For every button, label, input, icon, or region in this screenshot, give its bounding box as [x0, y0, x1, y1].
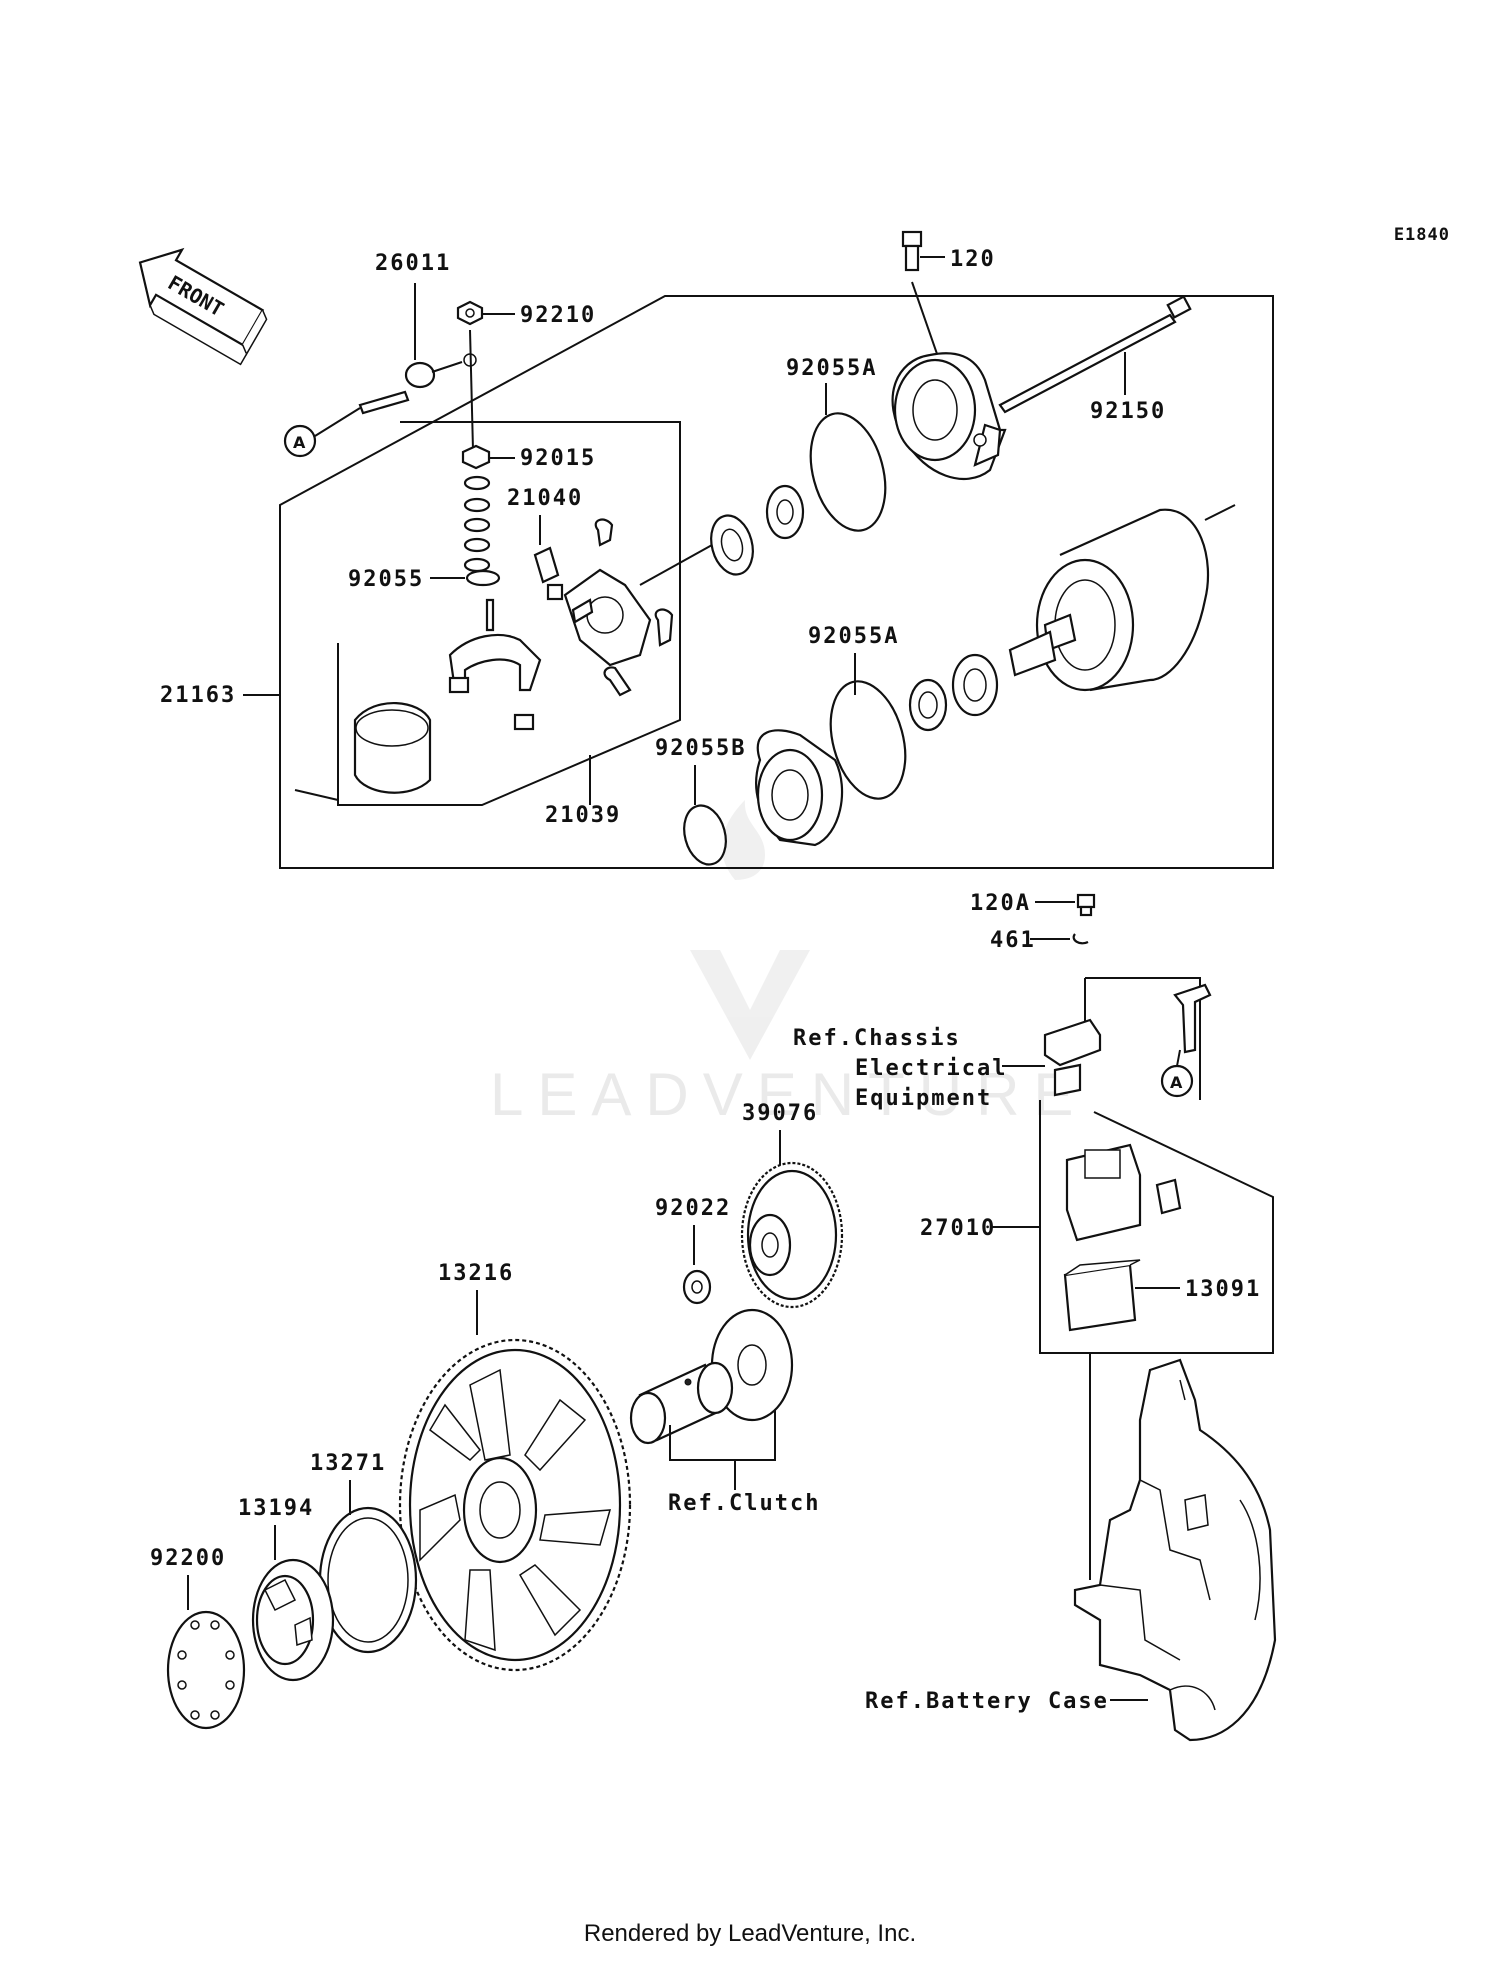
callout-92200: 92200 — [150, 1546, 226, 1571]
o-ring-92055: 92055 — [348, 567, 501, 592]
bearing-set-upper — [639, 484, 805, 586]
front-arrow: FRONT — [138, 247, 268, 366]
starter-motor-group — [279, 295, 1274, 869]
relay-bracket — [1043, 983, 1212, 1097]
ref-a-left: A — [293, 433, 306, 452]
starter-relay-27010: 27010 — [920, 1143, 1182, 1242]
callout-92055: 92055 — [348, 567, 424, 592]
leadventure-watermark: LEADVENTURE — [490, 800, 1087, 1128]
callout-92055a-mid: 92055A — [808, 624, 899, 649]
ref-battery-case: Ref.Battery Case — [865, 1689, 1109, 1714]
brush-springs-21040: 21040 — [507, 486, 674, 697]
ref-chassis-line1: Ref.Chassis — [793, 1026, 961, 1051]
callout-27010: 27010 — [920, 1216, 996, 1241]
relay-cover-13091: 13091 — [1063, 1259, 1261, 1332]
clutch-parts: Ref.Clutch — [629, 1308, 820, 1516]
through-bolt-92150: 92150 — [998, 295, 1192, 424]
clip-461: 461 — [990, 928, 1089, 953]
ref-chassis-line2: Electrical — [855, 1056, 1007, 1081]
callout-92210: 92210 — [520, 303, 596, 328]
ref-chassis-line3: Equipment — [855, 1086, 992, 1111]
starter-motor-yoke — [1008, 504, 1236, 692]
ref-clutch: Ref.Clutch — [668, 1491, 820, 1516]
callout-92055b: 92055B — [655, 736, 746, 761]
brush-set-21039: 21039 — [353, 702, 621, 828]
ref-a-marker-right: A — [1160, 1049, 1194, 1098]
starter-motor-21163: 21163 — [160, 683, 280, 708]
washer-92022: 92022 — [655, 1196, 731, 1305]
starter-end-cover: 92055B — [655, 729, 844, 866]
nut-92210: 92210 — [456, 300, 596, 451]
one-way-clutch-13194: 13194 — [238, 1496, 335, 1682]
ref-a-right: A — [1170, 1073, 1183, 1092]
callout-13091: 13091 — [1185, 1277, 1261, 1302]
gasket-92200: 92200 — [150, 1546, 246, 1730]
brush-plate — [546, 568, 652, 667]
callout-39076: 39076 — [742, 1101, 818, 1126]
callout-120: 120 — [950, 247, 996, 272]
starter-clutch-gear-13216: 13216 — [398, 1261, 632, 1672]
plate-13271: 13271 — [310, 1451, 418, 1654]
callout-26011: 26011 — [375, 251, 451, 276]
callout-21163: 21163 — [160, 683, 236, 708]
terminal-lead-26011: 26011 — [358, 251, 477, 415]
o-ring-92055a-mid: 92055A — [808, 624, 907, 800]
callout-92015: 92015 — [520, 446, 596, 471]
o-ring-92055a-top: 92055A — [786, 356, 887, 532]
bearing-set-lower — [908, 653, 999, 732]
watermark-text: LEADVENTURE — [490, 1061, 1087, 1128]
relay-group — [1039, 977, 1274, 1580]
callout-13216: 13216 — [438, 1261, 514, 1286]
ref-a-marker-left: A — [283, 407, 361, 458]
callout-13271: 13271 — [310, 1451, 386, 1476]
starter-front-cover — [891, 352, 1007, 480]
idler-gear-39076: 39076 — [740, 1101, 844, 1309]
callout-92022: 92022 — [655, 1196, 731, 1221]
brush-holder — [448, 598, 542, 731]
callout-92150: 92150 — [1090, 399, 1166, 424]
callout-21040: 21040 — [507, 486, 583, 511]
callout-92055a-top: 92055A — [786, 356, 877, 381]
diagram-code: E1840 — [1394, 225, 1450, 245]
callout-21039: 21039 — [545, 803, 621, 828]
battery-case: Ref.Battery Case — [865, 1358, 1277, 1742]
footer-credit: Rendered by LeadVenture, Inc. — [583, 1920, 917, 1947]
ref-chassis: Ref.Chassis Electrical Equipment — [793, 1026, 1045, 1111]
callout-13194: 13194 — [238, 1496, 314, 1521]
callout-461: 461 — [990, 928, 1036, 953]
callout-120a: 120A — [970, 891, 1031, 916]
bolt-120a: 120A — [970, 891, 1096, 917]
